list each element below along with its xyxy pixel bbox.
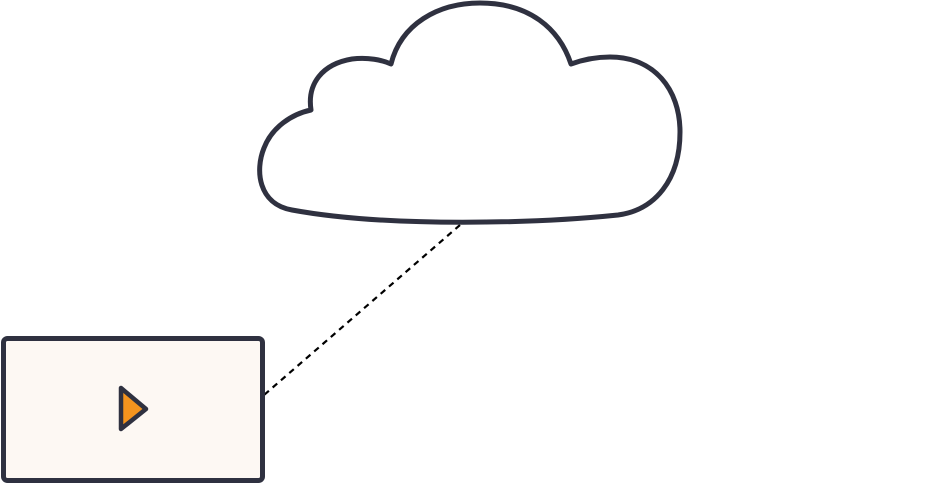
cloud-icon — [257, 0, 683, 225]
video-player-box[interactable] — [1, 336, 265, 483]
play-icon[interactable] — [118, 385, 149, 432]
dashed-connector — [263, 224, 461, 396]
